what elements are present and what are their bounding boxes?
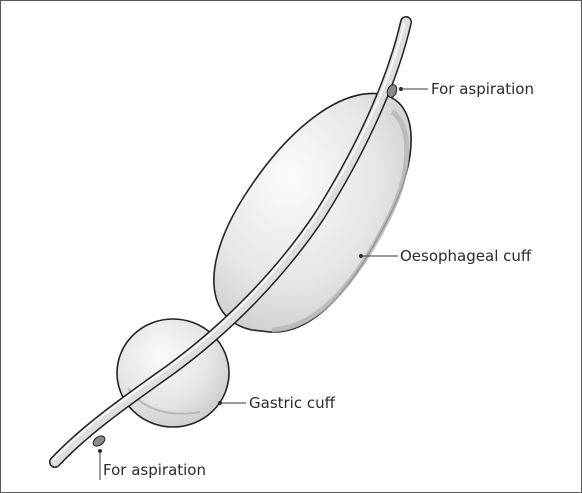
label-for-aspiration-bottom: For aspiration [103,461,206,479]
label-for-aspiration-top: For aspiration [431,80,534,98]
aspiration-port-bottom-icon [91,434,106,448]
label-oesophageal-cuff: Oesophageal cuff [400,247,532,265]
leader-aspiration-bottom [98,449,102,480]
leader-gastric-cuff [218,401,246,405]
oesophageal-cuff-balloon [214,93,411,332]
leader-aspiration-top [399,87,428,91]
label-gastric-cuff: Gastric cuff [249,394,336,412]
